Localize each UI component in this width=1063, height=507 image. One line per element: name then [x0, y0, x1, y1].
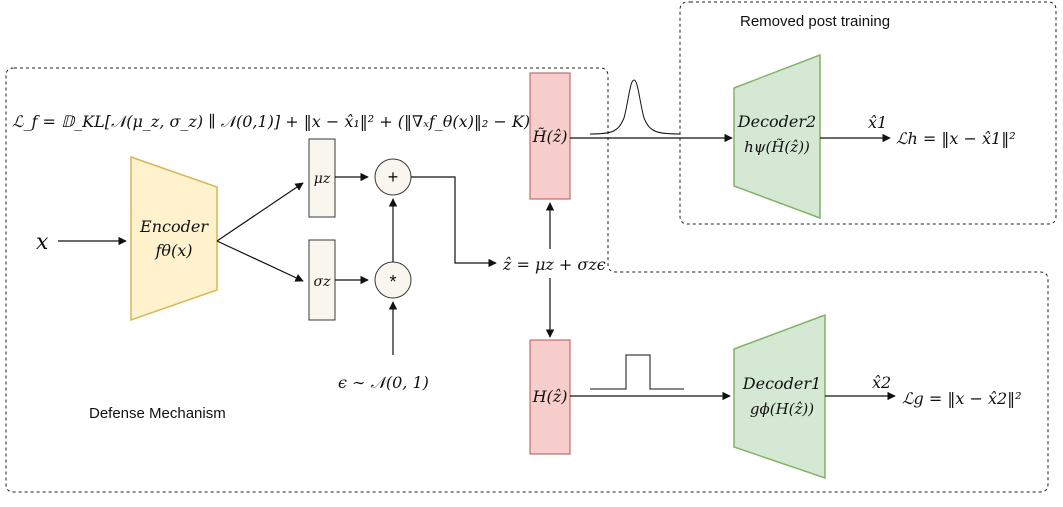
decoder2-block: Decoder2 hψ(H̃(ẑ)) — [733, 53, 821, 220]
edge-plus-to-z — [411, 176, 497, 268]
encoder-shape — [130, 155, 218, 322]
encoder-function: fθ(x) — [154, 241, 192, 260]
input-x-label: x — [36, 230, 49, 255]
mu-box — [308, 138, 336, 218]
loss-f-equation: ℒ_f = 𝔻_KL[𝒩(μ_z, σ_z) ∥ 𝒩(0,1)] + ‖x − … — [12, 112, 537, 131]
encoder-block: Encoder fθ(x) — [130, 155, 218, 322]
decoder2-output: x̂1 — [868, 113, 887, 132]
h-tilde-label: H̃(ẑ) — [532, 127, 568, 146]
h-label: H(ẑ) — [532, 387, 568, 406]
removed-region-label: Removed post training — [740, 13, 890, 30]
decoder2-shape — [733, 53, 821, 220]
loss-g-equation: ℒg = ‖x − x̂2‖² — [902, 389, 1022, 408]
decoder2-name: Decoder2 — [737, 112, 816, 131]
removed-region-border — [679, 1, 1057, 225]
defense-region-border — [5, 67, 1049, 493]
edge-encoder-to-sigma — [216, 240, 304, 282]
epsilon-label: ϵ ∼ 𝒩(0, 1) — [338, 373, 429, 392]
h-tilde-box — [529, 72, 571, 200]
decoder1-output: x̂2 — [872, 373, 891, 392]
loss-h-equation: ℒh = ‖x − x̂1‖² — [896, 129, 1016, 148]
encoder-name: Encoder — [139, 217, 209, 236]
mu-label: μz — [314, 171, 331, 187]
defense-region-label: Defense Mechanism — [89, 405, 226, 422]
decoder1-function: gϕ(H(ẑ)) — [750, 400, 814, 418]
h-box — [529, 339, 571, 455]
decoder1-shape — [733, 313, 826, 480]
decoder1-block: Decoder1 gϕ(H(ẑ)) — [733, 313, 826, 480]
pulse-shape-icon — [590, 354, 684, 390]
sigma-label: σz — [314, 274, 332, 290]
edge-encoder-to-mu — [216, 182, 304, 242]
gaussian-curve-icon — [589, 79, 681, 135]
z-equation: ẑ = μz + σzϵ — [502, 255, 606, 274]
plus-label: + — [388, 167, 399, 187]
decoder1-name: Decoder1 — [742, 374, 821, 393]
star-label: * — [389, 272, 396, 292]
decoder2-function: hψ(H̃(ẑ)) — [744, 138, 810, 156]
